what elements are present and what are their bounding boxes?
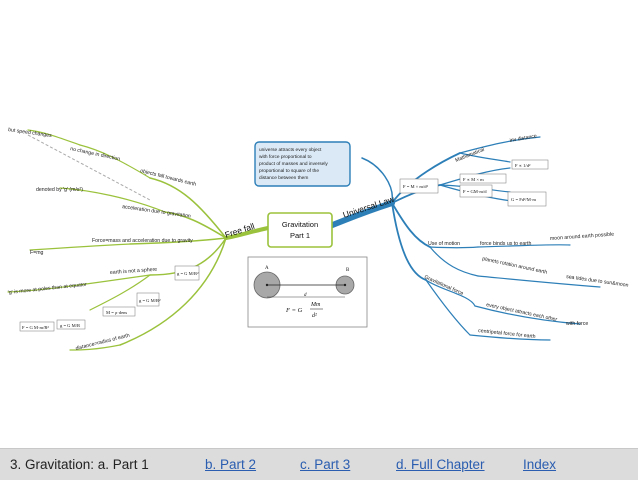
link-index[interactable]: Index — [523, 457, 557, 472]
link-part-3[interactable]: c. Part 3 — [300, 457, 351, 472]
eq-lhs: F = G — [285, 307, 303, 314]
node-no-change-direction: no change in direction — [70, 146, 121, 162]
node-every-object: every object attracts each other — [486, 302, 558, 323]
footer-nav: 3. Gravitation: a. Part 1 b. Part 2 c. P… — [0, 448, 638, 480]
formula-left-f: F = G M·m/R² — [22, 325, 49, 330]
central-title: Gravitation — [282, 220, 318, 229]
node-force-binds: force binds us to earth — [480, 241, 531, 247]
formula-left-g-small: g = G M/R² — [139, 298, 161, 303]
node-with-force: with force — [566, 321, 588, 327]
callout-line-1: universe attracts every object — [259, 147, 322, 153]
node-use-of-motion: Use of motion — [428, 241, 460, 247]
node-moon-earth: moon around earth possible — [550, 232, 615, 242]
callout-line-4: proportional to square of the — [259, 168, 319, 174]
callout-line-3: product of masses and inversely — [259, 161, 328, 167]
node-denoted-g: denoted by 'g' (m/s²) — [36, 187, 83, 193]
formula-right-gmm: F = GM·m/d — [463, 189, 487, 194]
node-force-mass-accel: Force=mass and acceleration due to gravi… — [92, 238, 193, 244]
node-mathematical: Mathematical — [455, 147, 486, 164]
central-node: Gravitation Part 1 — [267, 212, 333, 248]
slide: Gravitation Part 1 Free fall Universal L… — [7, 127, 629, 352]
masses-figure: A B d F = G Mm d² — [247, 256, 368, 328]
node-g-more-poles: 'g' is more at poles than at equator — [8, 282, 88, 296]
formula-right-mass: F ∝ M × m — [463, 177, 484, 182]
link-full-chapter[interactable]: d. Full Chapter — [396, 457, 485, 472]
right-branch-lines — [322, 136, 601, 341]
link-part-2[interactable]: b. Part 2 — [205, 457, 257, 472]
node-inv-distance: inv distance — [509, 133, 537, 144]
eq-numerator: Mm — [310, 302, 321, 308]
formula-left-g: g = G M/R² — [177, 271, 199, 276]
callout-line-5: distance between them — [259, 175, 308, 181]
dashed-connector — [27, 134, 151, 201]
node-accel-gravitation: acceleration due to gravitation — [122, 204, 191, 220]
eq-denominator: d² — [312, 313, 317, 319]
node-distance-radius: distance=radius of earth — [75, 333, 130, 352]
label-d: d — [304, 293, 307, 298]
node-f-mg: F=mg — [30, 250, 44, 256]
mind-map: Gravitation Part 1 Free fall Universal L… — [7, 127, 629, 352]
node-speed-changes: but speed changes — [8, 127, 53, 139]
formula-right-g: G = Fd²/M·m — [511, 197, 536, 202]
left-branch-lines — [7, 129, 270, 351]
formula-left-g-r: g = G M/R — [60, 323, 81, 328]
node-earth-not-sphere: earth is not a sphere — [110, 267, 158, 276]
callout-line-2: with force proportional to — [259, 154, 312, 160]
label-a: A — [265, 266, 269, 271]
definition-callout: universe attracts every object with forc… — [254, 141, 351, 187]
central-subtitle: Part 1 — [290, 231, 310, 240]
node-planets-sun: planets rotation around earth — [482, 256, 548, 276]
label-b: B — [346, 268, 350, 273]
formula-right-prop: F ∝ 1/d² — [515, 163, 531, 168]
formula-right-main: F = M × m/d² — [403, 184, 429, 189]
current-section: 3. Gravitation: a. Part 1 — [10, 457, 149, 472]
formula-left-m: M = ρ·dens — [106, 310, 127, 315]
